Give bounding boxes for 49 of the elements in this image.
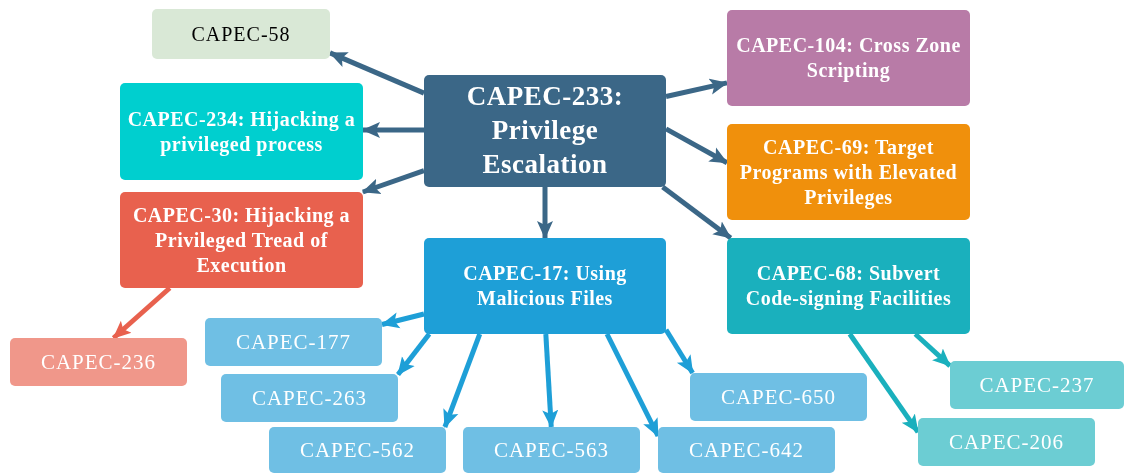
- subtopic-box: [727, 124, 970, 220]
- arrow: [913, 332, 952, 368]
- subtopic-box: [727, 238, 970, 334]
- arrow: [663, 328, 695, 375]
- leaf-box: [463, 427, 640, 473]
- subtopic-box: [152, 9, 330, 59]
- node-label: CAPEC-69: Target Programs with Elevated Privileges: [738, 134, 959, 210]
- node-label: CAPEC-17: Using Malicious Files: [462, 261, 628, 311]
- arrow: [442, 333, 483, 428]
- leaf-box: [269, 427, 446, 473]
- leaf-box: [205, 318, 382, 366]
- arrow: [111, 286, 172, 340]
- arrow: [396, 332, 432, 377]
- node-label: CAPEC-650: [720, 383, 837, 411]
- leaf-box: [658, 427, 835, 473]
- leaf-box: [918, 418, 1095, 466]
- leaf-box: [221, 374, 398, 422]
- node-label: CAPEC-263: [251, 384, 368, 412]
- node-label: CAPEC-58: [191, 21, 291, 47]
- node-label: CAPEC-177: [235, 328, 352, 356]
- node-label: CAPEC-563: [493, 436, 610, 464]
- node-label: CAPEC-206: [948, 428, 1065, 456]
- arrow: [604, 332, 661, 438]
- node-label: CAPEC-642: [688, 436, 805, 464]
- node-label: CAPEC-562: [299, 436, 416, 464]
- arrow: [664, 126, 729, 165]
- arrow: [537, 187, 553, 239]
- subtopic-box: [424, 238, 666, 334]
- leaf-box: [690, 373, 867, 421]
- arrow: [661, 185, 733, 240]
- node-label: CAPEC-30: Hijacking a Privileged Tread of Execution: [131, 202, 352, 278]
- node-label: CAPEC-237: [979, 371, 1095, 399]
- node-label: CAPEC-68: Subvert Code-signing Facilities: [744, 261, 953, 311]
- node-label: CAPEC-104: Cross Zone Scripting: [735, 33, 962, 83]
- arrow: [329, 50, 425, 96]
- leaf-box: [950, 361, 1124, 409]
- leaf-box: [10, 338, 187, 386]
- arrow: [362, 122, 424, 138]
- node-label: CAPEC-234: Hijacking a privileged process: [126, 106, 357, 157]
- arrow: [381, 311, 425, 329]
- arrow: [665, 78, 728, 99]
- arrow: [542, 333, 559, 428]
- arrow: [361, 168, 425, 195]
- node-label: CAPEC-233: Privilege Escalation: [465, 80, 625, 181]
- node-label: CAPEC-236: [40, 348, 157, 376]
- subtopic-box: [727, 10, 970, 106]
- subtopic-box: [120, 83, 363, 180]
- topic-box: [424, 75, 666, 187]
- subtopic-box: [120, 192, 363, 288]
